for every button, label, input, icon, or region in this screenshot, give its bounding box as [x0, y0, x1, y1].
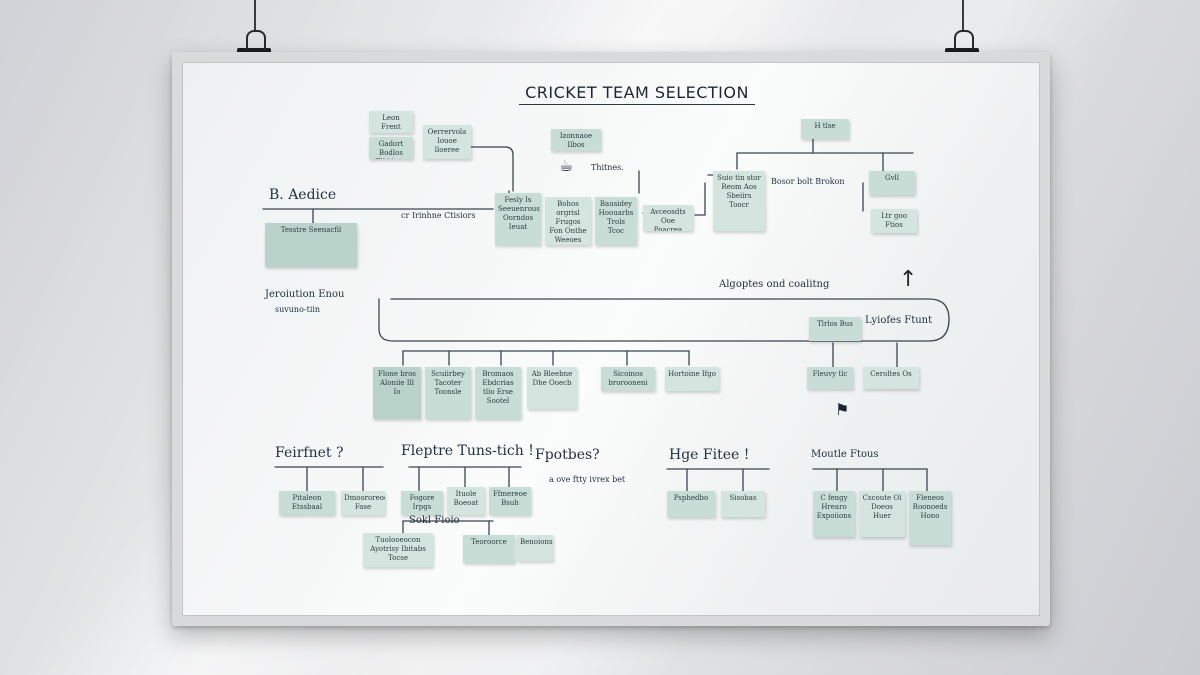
sticky-note: Benoions: [517, 535, 553, 561]
label-b-aedice: B. Aedice: [269, 187, 337, 203]
sticky-note: Hortoine Ifgo: [665, 367, 719, 391]
label-thinkers: Thitnes.: [591, 163, 624, 172]
sticky-note: Bromaos Ebdcrias tlio Erse Sootel: [475, 367, 521, 419]
connector-lines: [262, 134, 950, 536]
sticky-note: Teoroorce: [463, 535, 515, 563]
label-feirfnet: Feirfnet ?: [275, 445, 344, 461]
sticky-note: Ituole Boeoat: [447, 487, 485, 515]
whiteboard-surface: CRICKET TEAM SELECTION Leon Frent Gadort…: [182, 62, 1040, 616]
sticky-note: Ab Bleebne Dhe Ooecb: [527, 367, 577, 409]
sticky-note: Sicoinos brorooneni: [601, 367, 655, 391]
sticky-note: Fleneos Roonoeds Hono: [909, 491, 951, 545]
board-title: CRICKET TEAM SELECTION: [519, 83, 755, 105]
sticky-note: Bohos orgrisl Frugos Fon Onthe Weeoes: [545, 197, 591, 245]
sticky-note: Psphedbo: [667, 491, 715, 517]
sticky-note: Oerrervola Iouoe lloeree: [423, 125, 471, 159]
sticky-note: Leon Frent: [369, 111, 413, 133]
sticky-note: Gadort Bodlos Tlhblops: [369, 137, 413, 159]
sticky-note: C fengy Hrearo Expoiions: [813, 491, 855, 537]
label-transition: Jeroiution Enou: [265, 289, 345, 300]
sticky-note: Gvll: [869, 171, 915, 195]
label-hge-fitee: Hge Fitee !: [669, 447, 750, 463]
label-transition-sub: suvuno-tiin: [275, 305, 321, 314]
label-adapters: Algoptes ond coalitng: [719, 279, 830, 290]
hanging-wire-left: [254, 0, 256, 30]
sticky-note: Ceroltes Os: [863, 367, 919, 389]
arrow-up-icon: ↑: [899, 267, 918, 292]
label-lyoster: Lyiofes Ftunt: [865, 315, 933, 326]
label-flepte: Fleptre Tuns-tich !: [401, 443, 534, 459]
sticky-note: Flone bros Aloniie Ill Io: [373, 367, 421, 419]
sticky-note: Dmoororeoe Fase: [341, 491, 385, 515]
sticky-note: Suio tin stor Reom Aos Sbeiirs Toocr: [713, 171, 765, 231]
sticky-note: Izonnaoe Ilbos: [551, 129, 601, 151]
sticky-note: H tlse: [801, 119, 849, 139]
sticky-note: Fesly Is Seeuenrous Oorndos Ieuat: [495, 193, 541, 245]
sticky-note: Avceosdts Ooe Poacrea: [643, 205, 693, 231]
label-best-brokon: Bosor bolt Brokon: [771, 177, 845, 186]
sticky-note: Tlrlos Bus: [809, 317, 861, 341]
label-fpotbes: Fpotbes?: [535, 447, 600, 463]
sticky-note: Fleuvy tlc: [807, 367, 853, 389]
sticky-note: Ltr goo Ftios: [871, 209, 917, 233]
label-mouiile: Moutle Ftous: [811, 449, 879, 460]
sticky-note: Fogore Irpgs: [401, 491, 443, 515]
sticky-note: Cscoute Ol Doeos Huer: [859, 491, 905, 537]
label-quote: cr Irinhne Ctisiors: [401, 211, 476, 220]
sticky-note: Ffmereoe Bsuh: [489, 487, 531, 515]
hanging-wire-right: [962, 0, 964, 30]
flag-icon: ⚑: [835, 400, 850, 419]
sticky-note: Pitaleon Etssbaal: [279, 491, 335, 515]
label-fpotbes-sub: a ove ftty ivrex bet: [549, 475, 626, 484]
label-sokl: Sokl Fioio: [409, 515, 460, 526]
sticky-note: Sisobas: [721, 491, 765, 517]
sticky-note: Tuolooeocon Ayotrisy Ibitabs Tocse: [363, 533, 433, 567]
sticky-note: Scuiirbey Tacoter Toonsle: [425, 367, 471, 419]
coffee-cup-icon: ☕: [559, 156, 574, 175]
sticky-note: Bausidey Hoouarbs Trols Tcoc: [595, 197, 637, 245]
sticky-note: Tesstre Seenacfil: [265, 223, 357, 267]
whiteboard: CRICKET TEAM SELECTION Leon Frent Gadort…: [172, 52, 1050, 626]
